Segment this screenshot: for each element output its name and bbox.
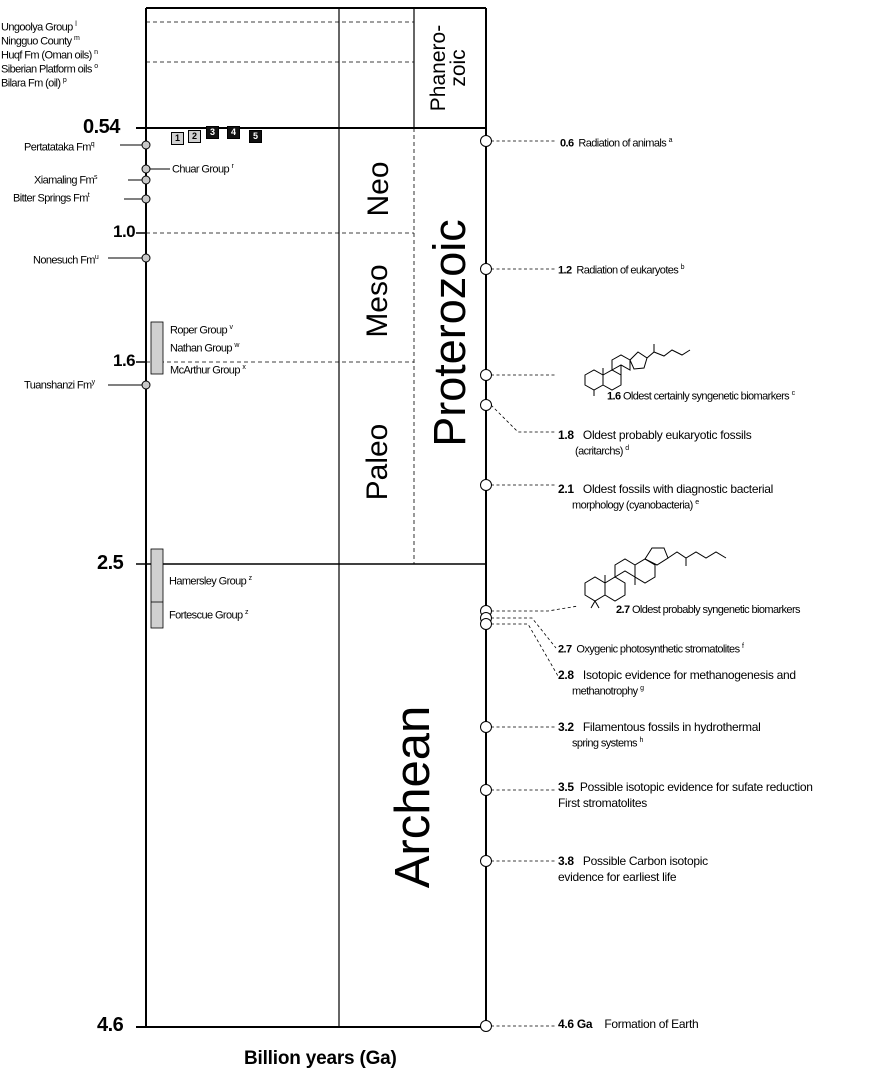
eon-archean: Archean xyxy=(386,705,440,889)
event-item: 2.7 Oldest probably syngenetic biomarker… xyxy=(616,604,801,616)
formation-left-item: Bitter Springs Fmt xyxy=(13,192,90,205)
event-item: 2.1 Oldest fossils with diagnostic bacte… xyxy=(558,482,773,496)
event-item: 3.8 Possible Carbon isotopic xyxy=(558,854,708,868)
marker-box-4: 4 xyxy=(227,126,240,139)
event-item: 2.8 Isotopic evidence for methanogenesis… xyxy=(558,668,796,682)
marker-box-5: 5 xyxy=(249,130,262,143)
event-item-cont: (acritarchs) d xyxy=(575,445,629,458)
event-item: 4.6 Ga Formation of Earth xyxy=(558,1017,699,1031)
formation-right-item: Nathan Group w xyxy=(170,342,240,355)
event-item: 2.7 Oxygenic photosynthetic stromatolite… xyxy=(558,643,744,656)
hopane-structure-icon xyxy=(584,547,727,609)
formation-right-item: Chuar Group r xyxy=(172,163,234,176)
formation-right-item: Hamersley Group z xyxy=(169,575,252,588)
formation-top-item: Ungoolya Group l xyxy=(1,21,77,34)
formation-top-item: Huqf Fm (Oman oils) n xyxy=(1,49,98,62)
event-item: 1.2 Radiation of eukaryotes b xyxy=(558,264,685,277)
marker-box-1: 1 xyxy=(171,132,184,145)
event-item-cont: First stromatolites xyxy=(558,796,647,810)
formation-left-item: Tuanshanzi Fmy xyxy=(24,379,95,392)
eon-phanerozoic: Phanero- zoic xyxy=(427,24,470,112)
tick-label-0.54: 0.54 xyxy=(83,116,120,138)
axis-xlabel: Billion years (Ga) xyxy=(244,1048,397,1069)
event-item-cont: methanotrophy g xyxy=(572,685,644,698)
tick-label-4.6: 4.6 xyxy=(97,1014,124,1036)
formation-left-item: Pertatataka Fmq xyxy=(24,141,95,154)
formation-left-item: Nonesuch Fmu xyxy=(33,254,99,267)
formation-top-item: Siberian Platform oils o xyxy=(1,63,98,76)
event-item: 1.6 Oldest certainly syngenetic biomarke… xyxy=(607,390,795,403)
formation-top-item: Ningguo County m xyxy=(1,35,80,48)
event-item-cont: spring systems h xyxy=(572,737,643,750)
event-item: 0.6 Radiation of animals a xyxy=(560,137,673,150)
event-item-cont: evidence for earliest life xyxy=(558,870,677,884)
tick-label-1.0: 1.0 xyxy=(113,222,136,241)
formation-top-item: Bilara Fm (oil) p xyxy=(1,77,67,90)
marker-box-3: 3 xyxy=(206,126,219,139)
formation-left-item: Xiamaling Fms xyxy=(34,174,98,187)
era-paleo: Paleo xyxy=(361,423,394,501)
tick-label-2.5: 2.5 xyxy=(97,552,124,574)
eon-proterozoic: Proterozoic xyxy=(424,219,475,447)
formation-right-item: McArthur Group x xyxy=(170,364,246,377)
event-item: 3.5 Possible isotopic evidence for sufat… xyxy=(558,780,813,794)
era-neo: Neo xyxy=(362,161,395,217)
sterane-structure-icon xyxy=(584,344,691,396)
formation-right-item: Roper Group v xyxy=(170,324,233,337)
marker-box-2: 2 xyxy=(188,130,201,143)
event-item-cont: morphology (cyanobacteria) e xyxy=(572,499,699,512)
event-item: 1.8 Oldest probably eukaryotic fossils xyxy=(558,428,752,442)
tick-label-1.6: 1.6 xyxy=(113,351,136,370)
formation-right-item: Fortescue Group z xyxy=(169,609,249,622)
era-meso: Meso xyxy=(361,264,394,338)
event-item: 3.2 Filamentous fossils in hydrothermal xyxy=(558,720,761,734)
